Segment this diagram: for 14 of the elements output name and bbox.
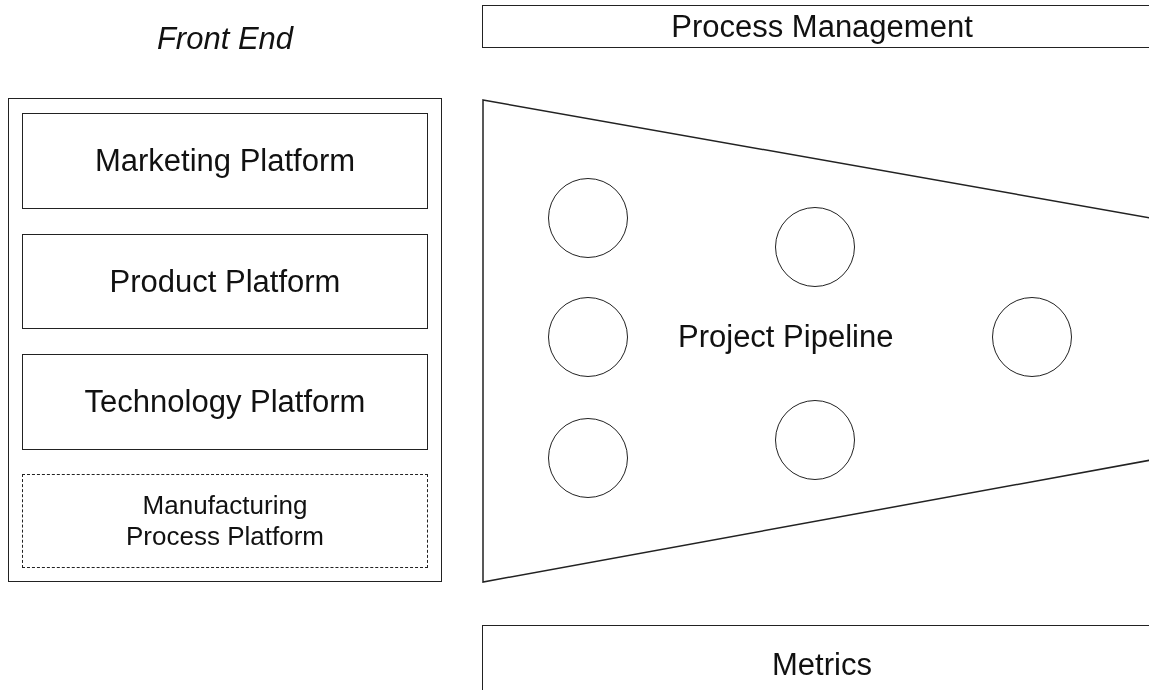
- box-label: Marketing Platform: [94, 142, 356, 180]
- box-label: Technology Platform: [84, 383, 366, 421]
- text-box: [22, 113, 428, 209]
- text-box: [482, 5, 1149, 48]
- box-label: Product Platform: [109, 262, 341, 301]
- text-box: [22, 234, 428, 329]
- box-label: Metrics: [772, 646, 872, 684]
- text-box: [482, 625, 1149, 690]
- funnel-label: Project Pipeline: [678, 318, 894, 356]
- box-label: Process Management: [671, 7, 973, 46]
- box-label: Manufacturing Process Platform: [125, 489, 325, 553]
- text-box: [22, 354, 428, 450]
- group-title: Front End: [156, 20, 294, 58]
- dashed-box: [22, 474, 428, 568]
